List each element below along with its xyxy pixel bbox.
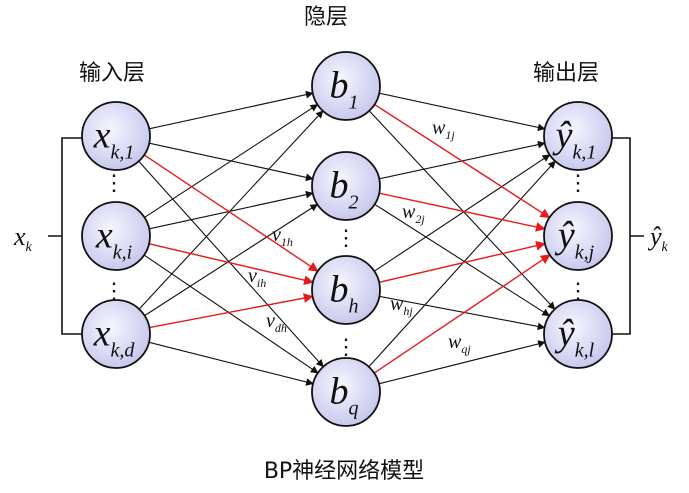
edge-input-0-hidden-3 [138,160,324,368]
input-node-2-label: xk,i [95,214,132,263]
edge-hidden-3-output-j [373,254,551,374]
hidden-node-4-label: bq [330,370,359,419]
hidden-node-4: bq [311,357,381,427]
output-node-1-circle [543,101,613,171]
edge-hidden-1-output-j [379,192,546,232]
edge-hidden-2-output-2 [379,295,546,331]
output-vector-label: ŷk [647,222,669,255]
input-node-2-circle [81,201,151,271]
edge-input-2-hidden-1 [144,203,319,317]
output-node-2-label: ŷk,j [554,214,595,263]
input-ellipsis-2: ⋮ [103,278,125,303]
hidden-ellipsis-1: ⋮ [335,225,357,250]
hidden-node-3-circle [311,255,381,325]
edge-input-1-hidden-1 [149,190,314,230]
output-node-2: ŷk,j [543,201,613,271]
hidden-layer-label: 隐层 [304,5,348,30]
network-nodes: xk,1 xk,i xk,d b1 b2 bh bq ŷk,1 ŷk,j ŷk,l [81,51,613,427]
diagram-title: BP神经网络模型 [264,459,424,484]
hidden-node-2-label: b2 [330,164,359,213]
input-node-1-circle [81,101,151,171]
weight-label-wqj: wqj [448,331,471,356]
hidden-node-4-circle [311,357,381,427]
input-vector-label: xk [13,222,33,255]
output-node-3-circle [543,299,613,369]
input-ellipsis-1: ⋮ [103,170,125,195]
edge-input-2-hidden-0 [138,110,324,310]
output-brace [612,137,644,335]
input-node-3-label: xk,d [93,312,136,361]
edge-hidden-3-output-2 [378,340,546,385]
weight-label-vih: vih [248,265,266,290]
hidden-node-1: b1 [311,51,381,121]
input-layer-label: 输入层 [79,61,145,86]
edge-input-1-hidden-h [148,243,314,285]
input-node-1: xk,1 [81,101,151,171]
hidden-node-1-circle [311,51,381,121]
output-node-3: ŷk,l [543,299,613,369]
edge-hidden-0-output-j [374,103,551,219]
input-node-3-circle [81,299,151,369]
hidden-node-3: bh [311,255,381,325]
weight-label-w1j: w1j [432,117,455,142]
input-node-3: xk,d [81,299,151,369]
weight-label-vdh: vdh [266,310,287,335]
edge-input-1-hidden-0 [144,104,319,218]
hidden-node-2: b2 [311,151,381,221]
output-node-3-label: ŷk,l [554,312,595,361]
hidden-node-3-label: bh [330,268,359,317]
edge-input-0-hidden-0 [149,90,314,130]
edge-hidden-3-output-0 [368,160,556,368]
output-ellipsis-1: ⋮ [567,170,589,195]
edge-input-2-hidden-h [149,293,314,329]
output-node-2-circle [543,201,613,271]
hidden-node-1-label: b1 [330,64,359,113]
edge-input-2-hidden-3 [148,341,314,386]
connection-edges [138,90,556,386]
weight-label-v1h: v1h [272,224,293,249]
output-node-1-label: ŷk,1 [552,114,597,163]
edge-hidden-2-output-j [378,240,546,283]
weight-label-w2j: w2j [402,201,425,226]
output-layer-label: 输出层 [533,61,599,86]
edge-input-1-hidden-3 [143,254,319,374]
output-node-1: ŷk,1 [543,101,613,171]
input-node-2: xk,i [81,201,151,271]
hidden-node-2-circle [311,151,381,221]
edge-hidden-0-output-2 [368,110,556,310]
edge-hidden-0-output-0 [379,92,546,132]
weight-label-whj: whj [390,293,413,318]
output-ellipsis-2: ⋮ [567,278,589,303]
input-brace [48,137,82,335]
edge-input-0-hidden-h [143,154,319,272]
input-node-1-label: xk,1 [93,114,135,163]
edge-hidden-1-output-2 [374,203,550,317]
edge-hidden-2-output-0 [374,154,551,272]
hidden-ellipsis-2: ⋮ [335,334,357,359]
